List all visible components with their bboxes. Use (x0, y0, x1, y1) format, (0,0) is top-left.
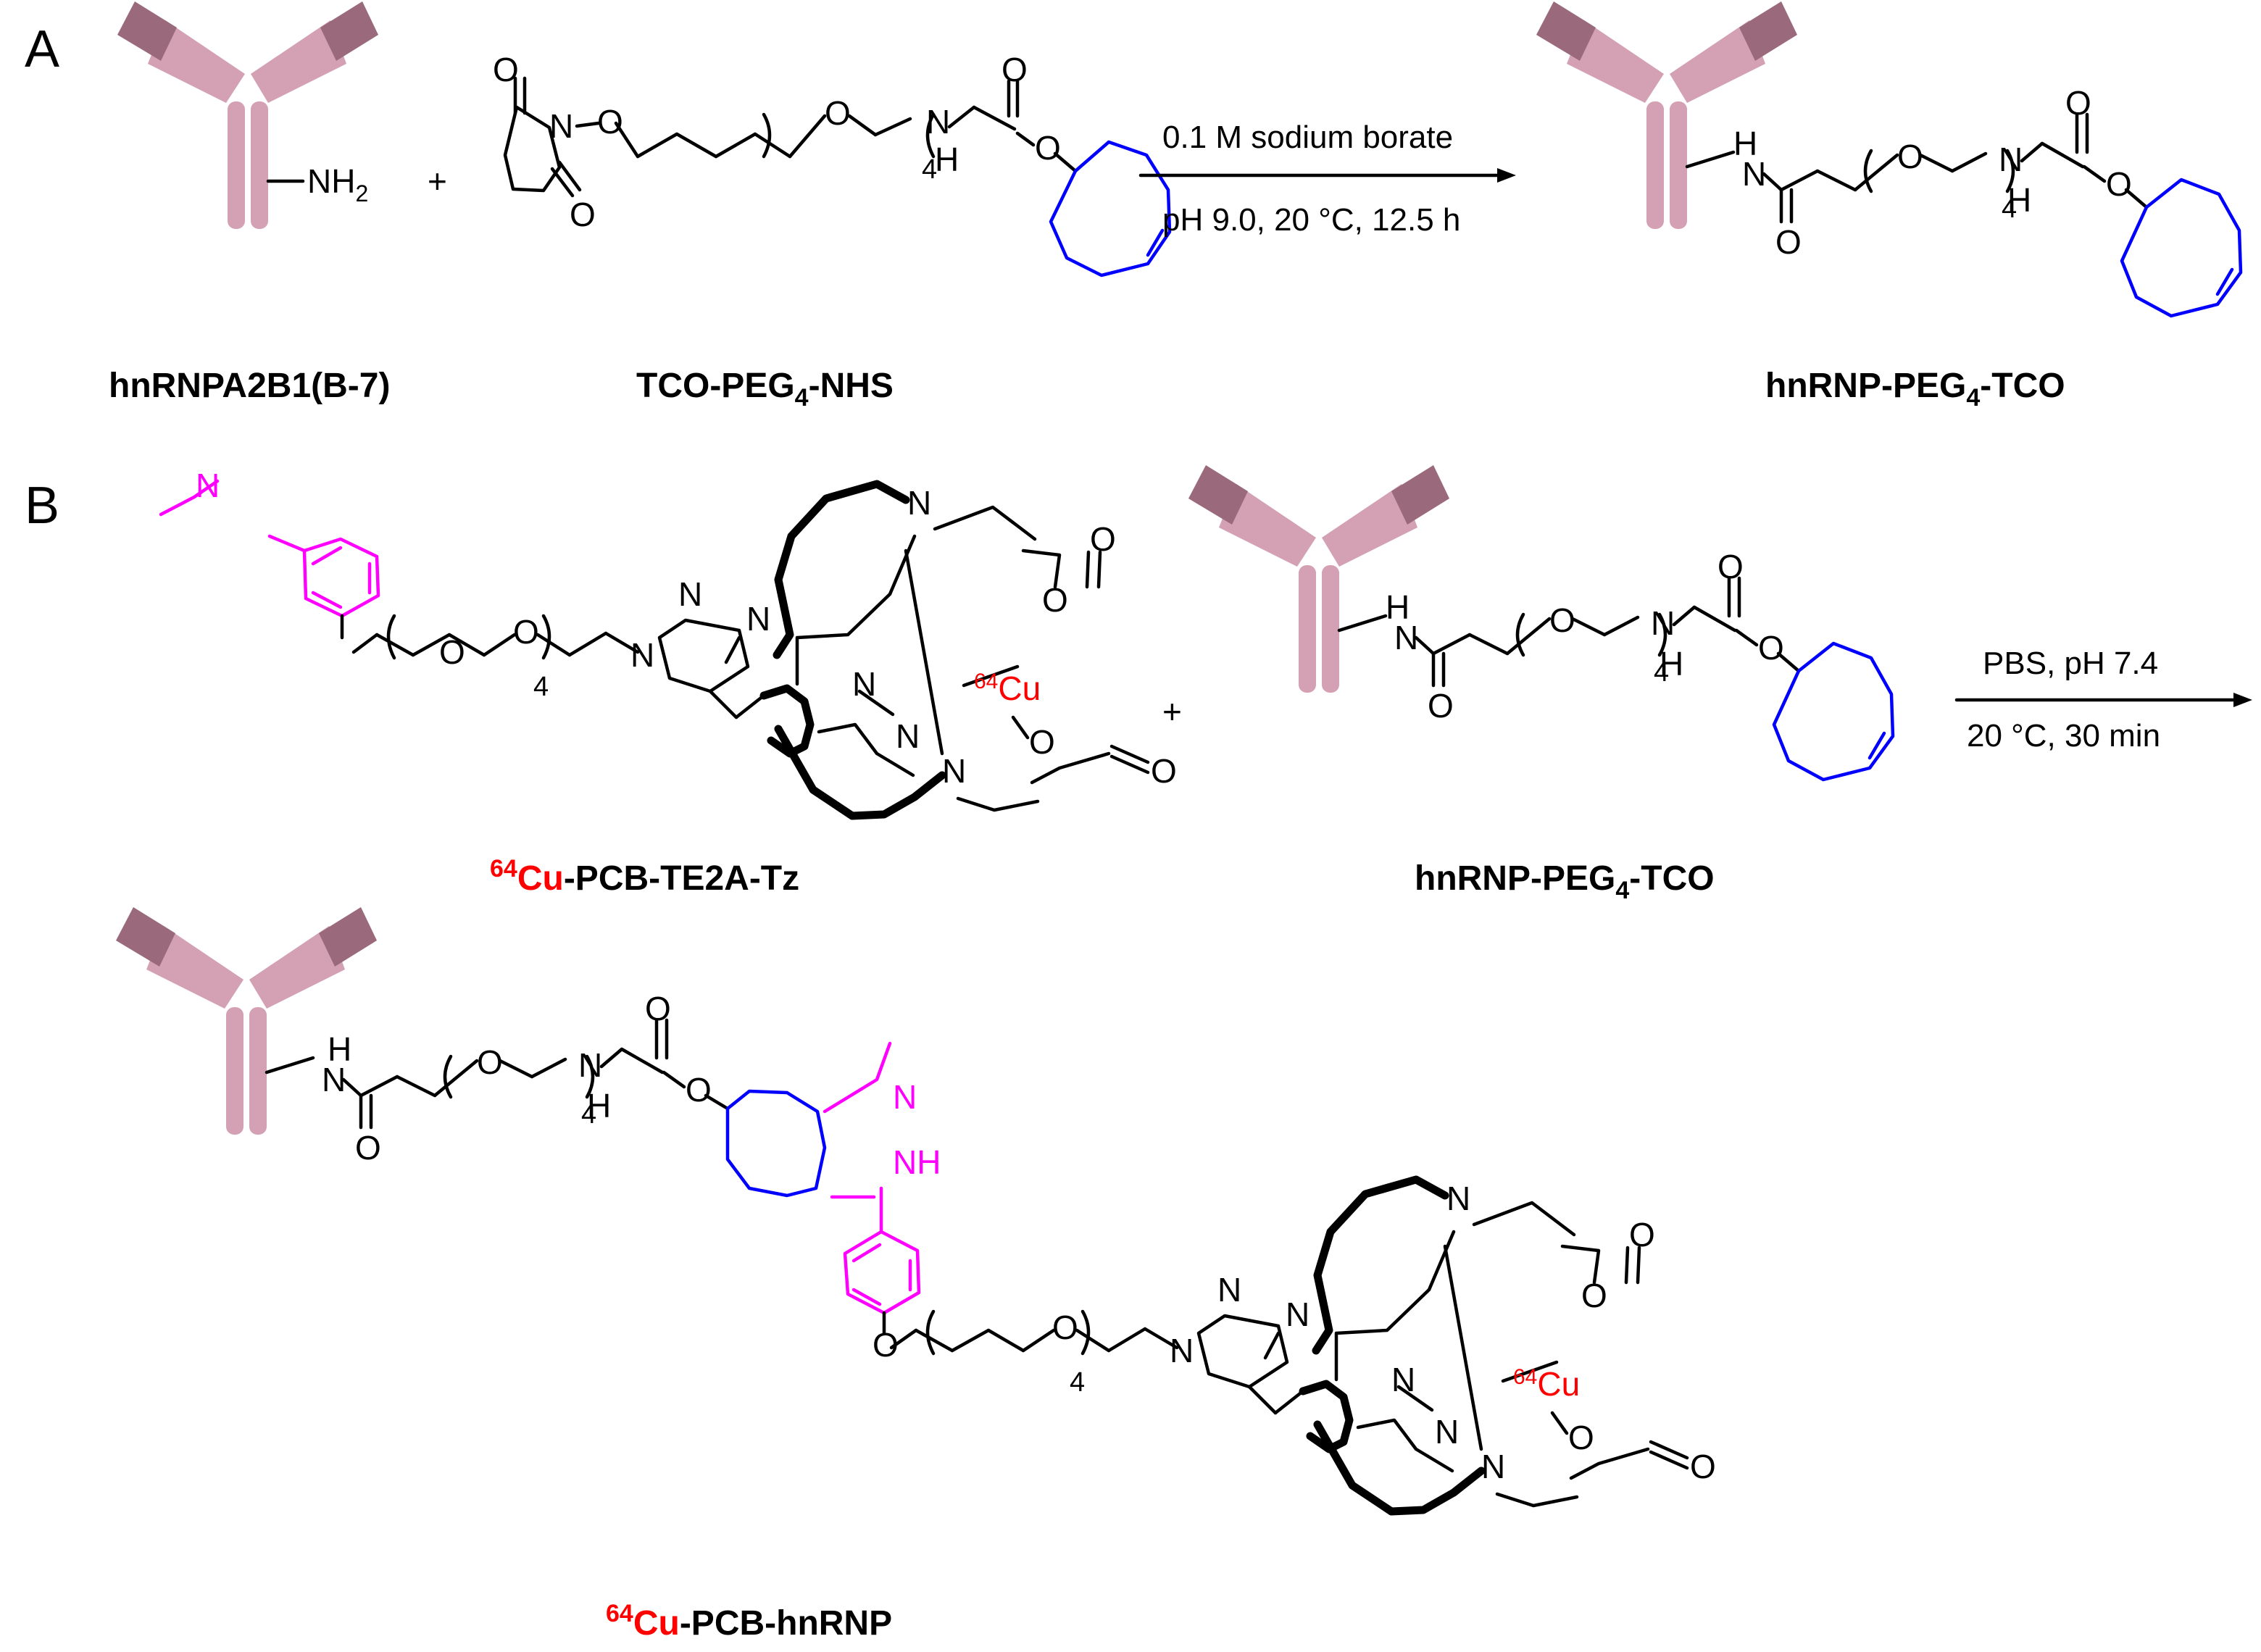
atom-o: O (1897, 138, 1923, 175)
antibody-graphic-a-product (1536, 1, 1797, 229)
peg-repeat-4: 4 (581, 1099, 596, 1130)
atom-n: N (1435, 1413, 1459, 1451)
atom-n: N (1170, 1332, 1194, 1369)
atom-o: O (477, 1043, 503, 1081)
atom-n: N (1651, 604, 1675, 642)
peg-repeat-4: 4 (533, 672, 549, 702)
tco-peg4-nhs-structure: O N O O O 4 N H O O (493, 51, 1172, 278)
atom-n: N (549, 107, 573, 145)
atom-o: O (1052, 1309, 1078, 1346)
atom-n: N (1481, 1448, 1505, 1485)
atom-o: O (1717, 548, 1744, 585)
atom-n: N (1391, 1361, 1415, 1398)
cu-center-2: 64Cu (1513, 1365, 1580, 1403)
atom-h: H (935, 141, 959, 178)
cu-center-1: 64Cu (974, 669, 1041, 707)
atom-o: O (1090, 520, 1116, 558)
atom-n: N (852, 665, 876, 703)
atom-n: N (1286, 1296, 1309, 1333)
hnrnp-peg4-tco-structure-b: H N O O 4 N H O O (1337, 548, 1895, 782)
atom-h: H (587, 1087, 611, 1125)
atom-n: N (942, 752, 966, 790)
peg-repeat-4: 4 (922, 154, 937, 185)
label-tco-peg4-nhs: TCO-PEG4-NHS (636, 367, 894, 412)
label-antibody: hnRNPA2B1(B-7) (109, 367, 390, 405)
antibody-graphic-b (1188, 465, 1449, 693)
label-hnrnp-peg4-tco-b: hnRNP-PEG4-TCO (1415, 859, 1715, 904)
atom-o: O (1042, 581, 1068, 619)
atom-h: H (1660, 645, 1683, 683)
atom-o: O (686, 1071, 712, 1109)
cu-pcb-hnrnp-structure: H N O O 4 N H O O N NH O O 4 N N N N O O… (265, 990, 1716, 1516)
atom-o: O (597, 103, 623, 141)
atom-n-mag: N (893, 1078, 917, 1116)
atom-n: N (1446, 1180, 1470, 1217)
atom-o: O (493, 51, 519, 88)
atom-o: O (1581, 1277, 1607, 1314)
atom-n: N (1999, 141, 2023, 178)
amine-label: NH2 (307, 162, 368, 206)
atom-n: N (907, 484, 931, 522)
condition-b-line1: PBS, pH 7.4 (1983, 646, 2158, 681)
hnrnp-peg4-tco-structure-a: H N O O 4 N H O O (1685, 84, 2243, 318)
atom-o: O (1549, 601, 1575, 639)
peg-repeat-4: 4 (1070, 1367, 1085, 1398)
atom-o: O (1629, 1216, 1655, 1253)
atom-h: H (1386, 588, 1410, 626)
antibody-graphic-final (116, 907, 377, 1135)
condition-a-line1: 0.1 M sodium borate (1162, 120, 1453, 155)
atom-o: O (1690, 1448, 1716, 1485)
atom-o: O (1568, 1419, 1594, 1456)
atom-o: O (645, 990, 671, 1027)
atom-o: O (1035, 129, 1061, 167)
atom-o: O (355, 1129, 381, 1167)
atom-n: N (746, 600, 770, 638)
atom-o: O (2065, 84, 2091, 122)
atom-o: O (1151, 752, 1177, 790)
atom-n: N (630, 636, 654, 674)
atom-h: H (2007, 181, 2031, 219)
atom-n: N (1217, 1271, 1241, 1309)
atom-h: H (328, 1030, 351, 1068)
peg-repeat-4: 4 (2002, 193, 2017, 224)
atom-n: N (926, 103, 950, 141)
atom-o: O (873, 1326, 899, 1364)
atom-o: O (1029, 723, 1055, 761)
atom-o: O (1002, 51, 1028, 88)
peg-repeat-4: 4 (1654, 657, 1669, 688)
atom-n: N (1394, 619, 1418, 656)
label-cu-pcb-hnrnp: 64Cu-PCB-hnRNP (606, 1600, 892, 1643)
atom-n: N (1742, 155, 1766, 193)
atom-n: N (578, 1046, 602, 1084)
atom-n: N (322, 1061, 346, 1098)
atom-nh-mag: NH (893, 1143, 941, 1181)
condition-b-line2: 20 °C, 30 min (1967, 718, 2160, 754)
atom-o: O (825, 94, 851, 132)
atom-h: H (1733, 125, 1757, 162)
atom-n: N (196, 467, 220, 504)
atom-o: O (2106, 165, 2132, 203)
atom-o: O (570, 196, 596, 233)
plus-sign-b: + (1162, 693, 1182, 730)
atom-o: O (1775, 223, 1802, 261)
label-cu-pcb-te2a-tz: 64Cu-PCB-TE2A-Tz (490, 855, 799, 898)
atom-o: O (1428, 687, 1454, 725)
panel-label-b: B (25, 477, 59, 535)
atom-o: O (439, 633, 465, 671)
label-hnrnp-peg4-tco-a: hnRNP-PEG4-TCO (1765, 367, 2065, 412)
atom-o: O (1758, 629, 1784, 667)
plus-sign-a: + (428, 162, 447, 200)
condition-a-line2: pH 9.0, 20 °C, 12.5 h (1162, 202, 1460, 238)
atom-n: N (896, 717, 920, 755)
panel-label-a: A (25, 20, 59, 78)
atom-n: N (678, 575, 702, 613)
atom-o: O (513, 613, 539, 651)
cu-pcb-te2a-tz-structure: N N O O N N N O O O O 4 N N N 64Cu (159, 467, 1177, 820)
